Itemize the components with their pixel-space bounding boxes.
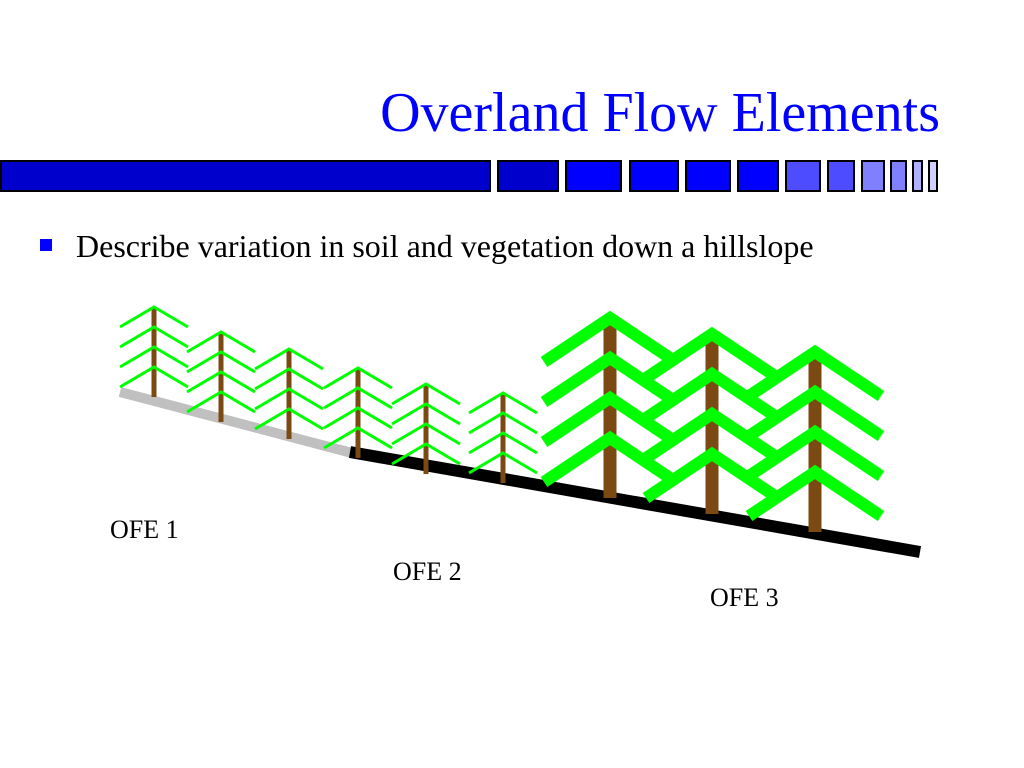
bar-segment <box>890 160 907 192</box>
conifer-tree-icon <box>749 352 881 532</box>
ofe2-label: OFE 2 <box>393 557 462 586</box>
slide-title: Overland Flow Elements <box>380 82 940 144</box>
bar-segment <box>629 160 679 192</box>
bullet-text: Describe variation in soil and vegetatio… <box>76 228 814 264</box>
bar-segment <box>912 160 923 192</box>
ofe1-label: OFE 1 <box>110 515 179 544</box>
conifer-tree-icon <box>120 307 188 397</box>
bar-segment <box>497 160 559 192</box>
hillslope-diagram <box>0 290 922 558</box>
bar-segment <box>685 160 731 192</box>
title-underline-bar <box>0 160 938 192</box>
soil-ofe1 <box>118 387 354 458</box>
bar-segment <box>565 160 622 192</box>
bar-segment <box>0 160 491 192</box>
bar-segment <box>928 160 938 192</box>
bullet-item: Describe variation in soil and vegetatio… <box>40 224 1024 268</box>
bar-segment <box>861 160 885 192</box>
bar-segment <box>737 160 779 192</box>
square-bullet-icon <box>40 239 52 251</box>
ofe3-label: OFE 3 <box>710 583 779 612</box>
bar-segment <box>827 160 855 192</box>
soil-ofe2-3 <box>348 446 922 558</box>
bar-segment <box>785 160 821 192</box>
